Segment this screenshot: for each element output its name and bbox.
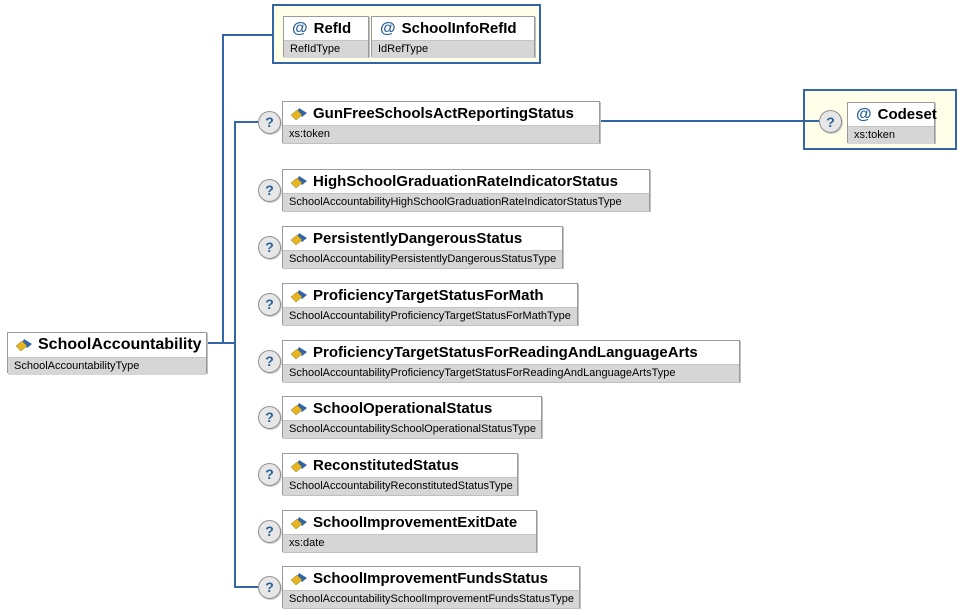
element-icon [291, 232, 307, 245]
connector-root-horizontal [207, 342, 236, 344]
element-icon [291, 175, 307, 188]
element-icon [291, 572, 307, 585]
attribute-node-codeset[interactable]: @ Codeset xs:token [847, 102, 937, 144]
element-name: SchoolOperationalStatus [313, 400, 493, 417]
child-row: ? ReconstitutedStatus SchoolAccountabili… [258, 453, 518, 495]
element-type: SchoolAccountabilityProficiencyTargetSta… [283, 307, 577, 325]
child-row: ? SchoolOperationalStatus SchoolAccounta… [258, 396, 542, 438]
optional-indicator-icon: ? [258, 575, 281, 599]
attribute-name: SchoolInfoRefId [401, 20, 517, 37]
element-name: GunFreeSchoolsActReportingStatus [313, 105, 574, 122]
attribute-name: RefId [313, 20, 352, 37]
element-type: xs:token [283, 125, 599, 143]
attribute-type: IdRefType [372, 40, 534, 58]
attribute-at-icon: @ [856, 105, 872, 123]
connector-first-child-stub [234, 121, 258, 123]
child-row: ? SchoolImprovementExitDate xs:date [258, 510, 537, 552]
element-node-schoolaccountability[interactable]: SchoolAccountability SchoolAccountabilit… [7, 332, 207, 375]
child-row: ? PersistentlyDangerousStatus SchoolAcco… [258, 226, 563, 268]
attribute-name: Codeset [877, 106, 937, 123]
optional-indicator-icon: ? [819, 110, 842, 133]
element-node-reconstitutedstatus[interactable]: ReconstitutedStatus SchoolAccountability… [282, 453, 518, 495]
attribute-at-icon: @ [380, 19, 396, 37]
optional-indicator-icon: ? [258, 349, 281, 373]
element-node-persistentlydangerousstatus[interactable]: PersistentlyDangerousStatus SchoolAccoun… [282, 226, 563, 268]
element-icon [291, 107, 307, 120]
element-node-schoolimprovementfundsstatus[interactable]: SchoolImprovementFundsStatus SchoolAccou… [282, 566, 580, 608]
optional-indicator-icon: ? [258, 178, 281, 202]
connector-attrgroup-horizontal [222, 34, 273, 36]
child-row: ? SchoolImprovementFundsStatus SchoolAcc… [258, 566, 580, 608]
element-type: SchoolAccountabilityPersistentlyDangerou… [283, 250, 562, 268]
connector-codeset [600, 120, 819, 122]
optional-indicator-icon: ? [258, 235, 281, 259]
attribute-type: xs:token [848, 126, 934, 144]
element-type: SchoolAccountabilityReconstitutedStatusT… [283, 477, 517, 495]
element-name: ProficiencyTargetStatusForMath [313, 287, 544, 304]
optional-indicator-icon: ? [258, 462, 281, 486]
element-name: ReconstitutedStatus [313, 457, 459, 474]
element-node-proficiencytargetstatusforreadingandlanguagearts[interactable]: ProficiencyTargetStatusForReadingAndLang… [282, 340, 740, 382]
optional-indicator-icon: ? [258, 405, 281, 429]
element-icon [291, 346, 307, 359]
element-name: HighSchoolGraduationRateIndicatorStatus [313, 173, 619, 190]
element-name: ProficiencyTargetStatusForReadingAndLang… [313, 344, 698, 361]
element-type: xs:date [283, 534, 536, 552]
element-node-schooloperationalstatus[interactable]: SchoolOperationalStatus SchoolAccountabi… [282, 396, 542, 438]
optional-indicator-icon: ? [258, 110, 281, 134]
element-type: SchoolAccountabilitySchoolImprovementFun… [283, 590, 579, 608]
element-node-proficiencytargetstatusformath[interactable]: ProficiencyTargetStatusForMath SchoolAcc… [282, 283, 578, 325]
attribute-at-icon: @ [292, 19, 308, 37]
element-type: SchoolAccountabilityProficiencyTargetSta… [283, 364, 739, 382]
attribute-node-schoolinforefid[interactable]: @ SchoolInfoRefId IdRefType [371, 16, 535, 58]
child-row: ? ProficiencyTargetStatusForMath SchoolA… [258, 283, 578, 325]
child-row: ? ProficiencyTargetStatusForReadingAndLa… [258, 340, 740, 382]
element-type: SchoolAccountabilityType [8, 357, 206, 375]
element-name: SchoolAccountability [38, 336, 202, 353]
optional-indicator-icon: ? [258, 292, 281, 316]
connector-last-child-stub [234, 586, 258, 588]
attribute-type: RefIdType [284, 40, 368, 58]
codeset-group-box: ? @ Codeset xs:token [803, 89, 957, 150]
connector-children-trunk [234, 121, 236, 588]
attribute-node-refid[interactable]: @ RefId RefIdType [283, 16, 369, 58]
child-row: ? HighSchoolGraduationRateIndicatorStatu… [258, 169, 650, 211]
element-icon [291, 289, 307, 302]
attribute-group-box: @ RefId RefIdType @ SchoolInfoRefId IdRe… [272, 4, 541, 64]
connector-attrgroup-vertical [222, 34, 224, 344]
element-icon [291, 516, 307, 529]
element-icon [291, 402, 307, 415]
element-icon [291, 459, 307, 472]
element-icon [16, 339, 32, 351]
element-node-highschoolgraduationrateindicatorstatus[interactable]: HighSchoolGraduationRateIndicatorStatus … [282, 169, 650, 211]
optional-indicator-icon: ? [258, 519, 281, 543]
element-type: SchoolAccountabilitySchoolOperationalSta… [283, 420, 541, 438]
element-name: PersistentlyDangerousStatus [313, 230, 523, 247]
element-type: SchoolAccountabilityHighSchoolGraduation… [283, 193, 649, 211]
child-row: ? GunFreeSchoolsActReportingStatus xs:to… [258, 101, 600, 143]
element-name: SchoolImprovementFundsStatus [313, 570, 549, 587]
element-node-schoolimprovementexitdate[interactable]: SchoolImprovementExitDate xs:date [282, 510, 537, 552]
element-node-gunfreeschoolsactreportingstatus[interactable]: GunFreeSchoolsActReportingStatus xs:toke… [282, 101, 600, 143]
element-name: SchoolImprovementExitDate [313, 514, 518, 531]
